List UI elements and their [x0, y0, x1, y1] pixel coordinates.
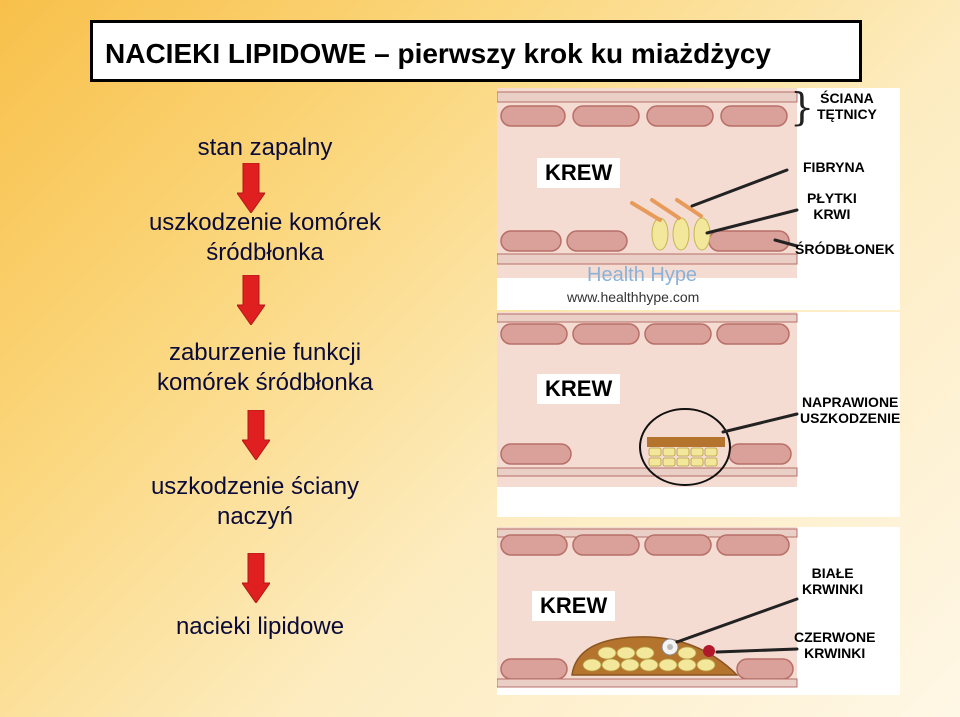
watermark-name: Health Hype: [587, 264, 698, 286]
artery-wall-illustration-1: }: [497, 88, 814, 278]
blood-label: KREW: [532, 591, 616, 621]
red-blood-cells-label: CZERWONE KRWINKI: [794, 629, 876, 661]
page-title: NACIEKI LIPIDOWE – pierwszy krok ku miaż…: [105, 38, 771, 69]
artery-wall-label: ŚCIANA TĘTNICY: [817, 90, 877, 122]
platelets-label: PŁYTKI KRWI: [807, 190, 857, 222]
step-vessel-wall-damage: uszkodzenie ściany naczyń: [150, 473, 360, 530]
blood-label: KREW: [537, 158, 621, 188]
diagram-panel-2: KREW NAPRAWIONE USZKODZENIE: [497, 312, 900, 517]
white-blood-cells-label: BIAŁE KRWINKI: [802, 565, 864, 597]
repaired-damage-label: NAPRAWIONE USZKODZENIE: [800, 394, 901, 426]
step-lipid-infiltration: nacieki lipidowe: [175, 613, 345, 640]
title-box: NACIEKI LIPIDOWE – pierwszy krok ku miaż…: [90, 20, 862, 82]
step-endothelial-damage: uszkodzenie komórek śródbłonka: [148, 209, 382, 266]
step-inflammation: stan zapalny: [197, 134, 333, 161]
svg-text:}: }: [790, 88, 814, 129]
watermark-url: www.healthhype.com: [567, 289, 700, 305]
down-arrow-icon: [237, 163, 265, 213]
diagram-panel-3: KREW BIAŁE KRWINKI CZERWONE KRWINKI: [497, 527, 900, 695]
down-arrow-icon: [242, 410, 270, 460]
down-arrow-icon: [237, 275, 265, 325]
diagram-panel-1: } KREW ŚCIANA TĘTNICY FIBRYNA PŁYTKI KRW…: [497, 88, 900, 310]
down-arrow-icon: [242, 553, 270, 603]
step-endothelial-dysfunction: zaburzenie funkcji komórek śródbłonka: [156, 339, 374, 396]
fibrin-label: FIBRYNA: [803, 159, 865, 175]
endothelium-label: ŚRÓDBŁONEK: [795, 241, 895, 257]
blood-label: KREW: [537, 374, 621, 404]
